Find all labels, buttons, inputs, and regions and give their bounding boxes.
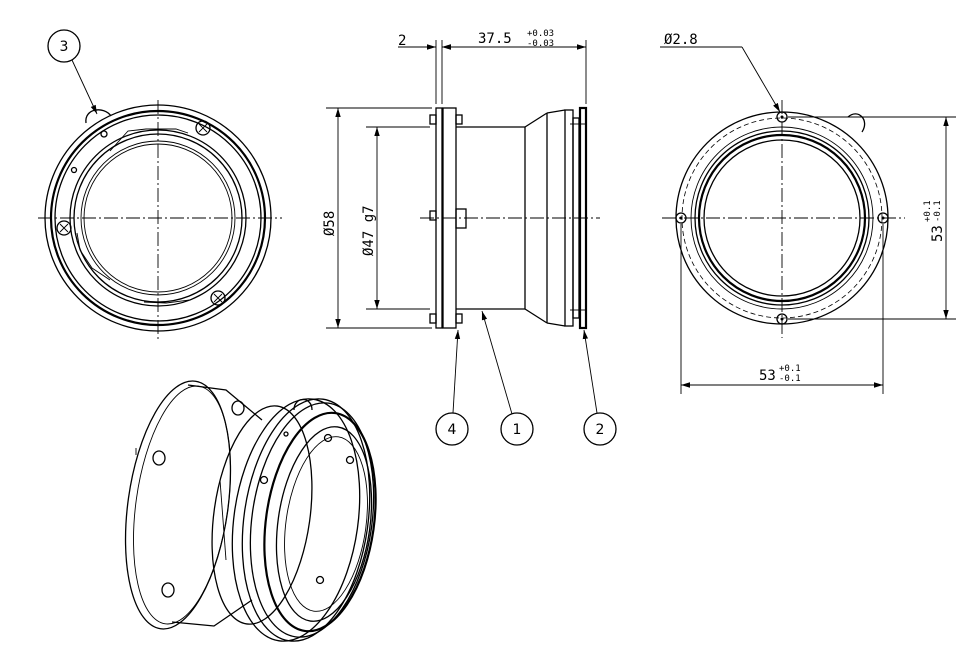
dim-pitch-v-tol-lower: -0.1 [933, 200, 943, 222]
balloon-2: 2 [582, 329, 617, 446]
dim-pitch-vertical: 53 [930, 225, 946, 242]
dim-pitch-v-tol-upper: +0.1 [923, 200, 933, 222]
dim-hole-diameter: Ø2.8 [664, 32, 698, 48]
balloon-4: 4 [435, 329, 469, 446]
balloon-2-label: 2 [596, 422, 605, 438]
screw-icon [195, 120, 211, 136]
front-view [38, 100, 282, 340]
screw-icon [210, 290, 226, 306]
screw-icon [152, 400, 355, 598]
dim-pitch-horizontal: 53 [759, 368, 776, 384]
dim-length-tol-lower: -0.03 [527, 39, 554, 49]
dim-flange-thickness: 2 [398, 33, 406, 49]
dim-length-tol-upper: +0.03 [527, 29, 554, 39]
dim-fit-diameter: Ø47 g7 [361, 205, 377, 256]
side-view-dimensions: 2 37.5 +0.03 -0.03 Ø58 Ø47 g7 [322, 29, 587, 329]
balloon-1-label: 1 [513, 422, 522, 438]
rear-view-dimensions: Ø2.8 53 +0.1 -0.1 53 +0.1 -0.1 [660, 32, 956, 394]
isometric-view [124, 380, 377, 642]
dim-pitch-h-tol-lower: -0.1 [779, 374, 801, 384]
balloon-1: 1 [481, 310, 534, 446]
dim-pitch-h-tol-upper: +0.1 [779, 364, 801, 374]
dim-length: 37.5 [478, 31, 512, 47]
balloon-4-label: 4 [448, 422, 457, 438]
side-view [420, 106, 600, 330]
balloon-3-label: 3 [60, 39, 69, 55]
balloon-3: 3 [47, 29, 98, 115]
rear-view [662, 100, 905, 338]
screw-icon [56, 220, 72, 236]
dim-outer-diameter: Ø58 [322, 211, 338, 236]
